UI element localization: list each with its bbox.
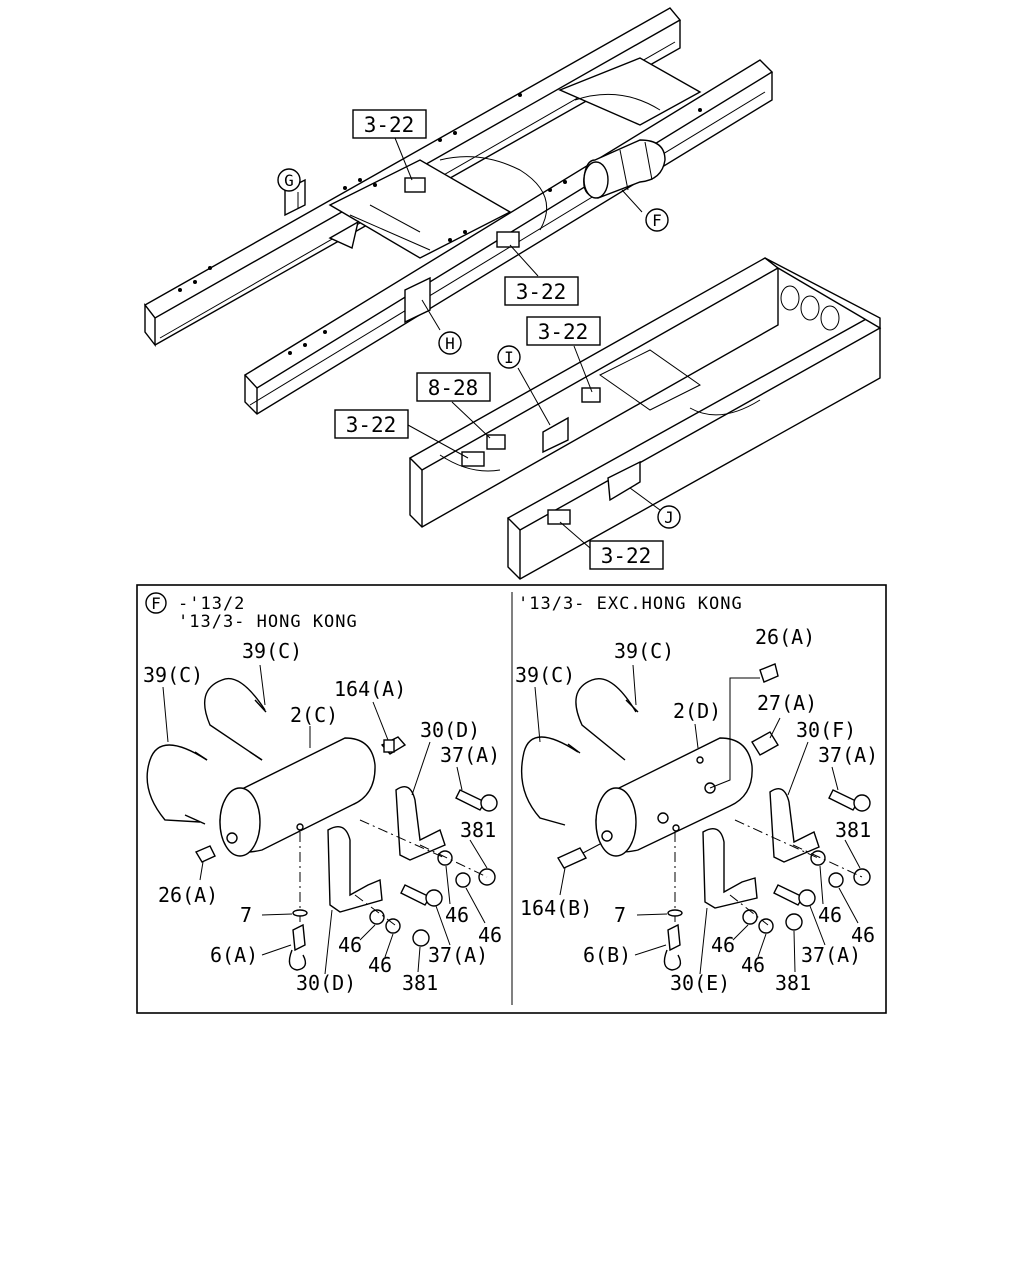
part-label: 6(A) bbox=[210, 943, 258, 967]
marker-g: G bbox=[277, 168, 301, 192]
left-header-line2: '13/3- HONG KONG bbox=[178, 612, 358, 632]
ref-box-text: 3-22 bbox=[346, 413, 397, 437]
ref-box-text: 8-28 bbox=[428, 376, 479, 400]
part-label: 30(E) bbox=[670, 971, 730, 995]
svg-text:J: J bbox=[664, 508, 674, 527]
part-label: 37(A) bbox=[818, 743, 878, 767]
part-label: 46 bbox=[338, 933, 362, 957]
part-label: 164(A) bbox=[334, 677, 406, 701]
marker-i: I bbox=[497, 345, 521, 369]
left-header-line1: -'13/2 bbox=[178, 594, 245, 614]
part-label: 381 bbox=[835, 818, 871, 842]
part-label: 30(F) bbox=[796, 718, 856, 742]
detail-marker-f: F bbox=[145, 592, 167, 614]
ref-box-2[interactable]: 3-22 bbox=[504, 276, 579, 306]
svg-text:F: F bbox=[151, 594, 161, 613]
svg-text:G: G bbox=[284, 171, 294, 190]
part-label: 6(B) bbox=[583, 943, 631, 967]
marker-f: F bbox=[645, 208, 669, 232]
part-label: 37(A) bbox=[428, 943, 488, 967]
right-tank-assembly bbox=[520, 663, 871, 971]
part-label: 46 bbox=[368, 953, 392, 977]
part-label: 381 bbox=[460, 818, 496, 842]
ref-box-text: 3-22 bbox=[516, 280, 567, 304]
part-label: 46 bbox=[711, 933, 735, 957]
part-label: 26(A) bbox=[755, 625, 815, 649]
right-header: '13/3- EXC.HONG KONG bbox=[518, 594, 743, 614]
part-label: 39(C) bbox=[143, 663, 203, 687]
left-leader-lines bbox=[162, 664, 488, 975]
part-label: 37(A) bbox=[801, 943, 861, 967]
overview-leader-lines bbox=[297, 137, 661, 549]
svg-text:I: I bbox=[504, 348, 514, 367]
air-tank-overview bbox=[583, 139, 666, 199]
left-tank-assembly bbox=[146, 678, 498, 971]
part-label: 164(B) bbox=[520, 896, 592, 920]
chassis-frame-drawing bbox=[143, 7, 882, 580]
part-label: 39(C) bbox=[614, 639, 674, 663]
marker-j: J bbox=[657, 505, 681, 529]
ref-box-text: 3-22 bbox=[601, 544, 652, 568]
part-label: 46 bbox=[478, 923, 502, 947]
right-leader-lines bbox=[534, 664, 861, 975]
rail-holes bbox=[178, 93, 702, 355]
part-label: 39(C) bbox=[515, 663, 575, 687]
part-label: 381 bbox=[402, 971, 438, 995]
part-label: 39(C) bbox=[242, 639, 302, 663]
marker-h: H bbox=[438, 331, 462, 355]
part-label: 2(D) bbox=[673, 699, 721, 723]
part-label: 30(D) bbox=[420, 718, 480, 742]
svg-text:F: F bbox=[652, 211, 662, 230]
detail-frame bbox=[136, 584, 887, 1014]
ref-box-4[interactable]: 3-22 bbox=[334, 409, 409, 439]
part-label: 7 bbox=[240, 903, 252, 927]
svg-text:H: H bbox=[445, 334, 455, 353]
part-label: 30(D) bbox=[296, 971, 356, 995]
part-label: 46 bbox=[818, 903, 842, 927]
right-labels: 26(A) 39(C) 39(C) 2(D) 27(A) 30(F) 37(A)… bbox=[515, 625, 878, 995]
part-label: 2(C) bbox=[290, 703, 338, 727]
part-label: 26(A) bbox=[158, 883, 218, 907]
ref-box-6[interactable]: 3-22 bbox=[589, 540, 664, 570]
ref-box-text: 3-22 bbox=[538, 320, 589, 344]
part-label: 46 bbox=[445, 903, 469, 927]
part-label: 46 bbox=[741, 953, 765, 977]
ref-box-text: 3-22 bbox=[364, 113, 415, 137]
part-label: 27(A) bbox=[757, 691, 817, 715]
part-label: 381 bbox=[775, 971, 811, 995]
left-labels: 39(C) 39(C) 164(A) 2(C) 30(D) 37(A) 381 … bbox=[143, 639, 502, 995]
part-label: 7 bbox=[614, 903, 626, 927]
ref-box-3[interactable]: 3-22 bbox=[526, 316, 601, 346]
ref-box-1[interactable]: 3-22 bbox=[352, 109, 427, 139]
part-label: 46 bbox=[851, 923, 875, 947]
ref-box-5[interactable]: 8-28 bbox=[416, 372, 491, 402]
part-label: 37(A) bbox=[440, 743, 500, 767]
